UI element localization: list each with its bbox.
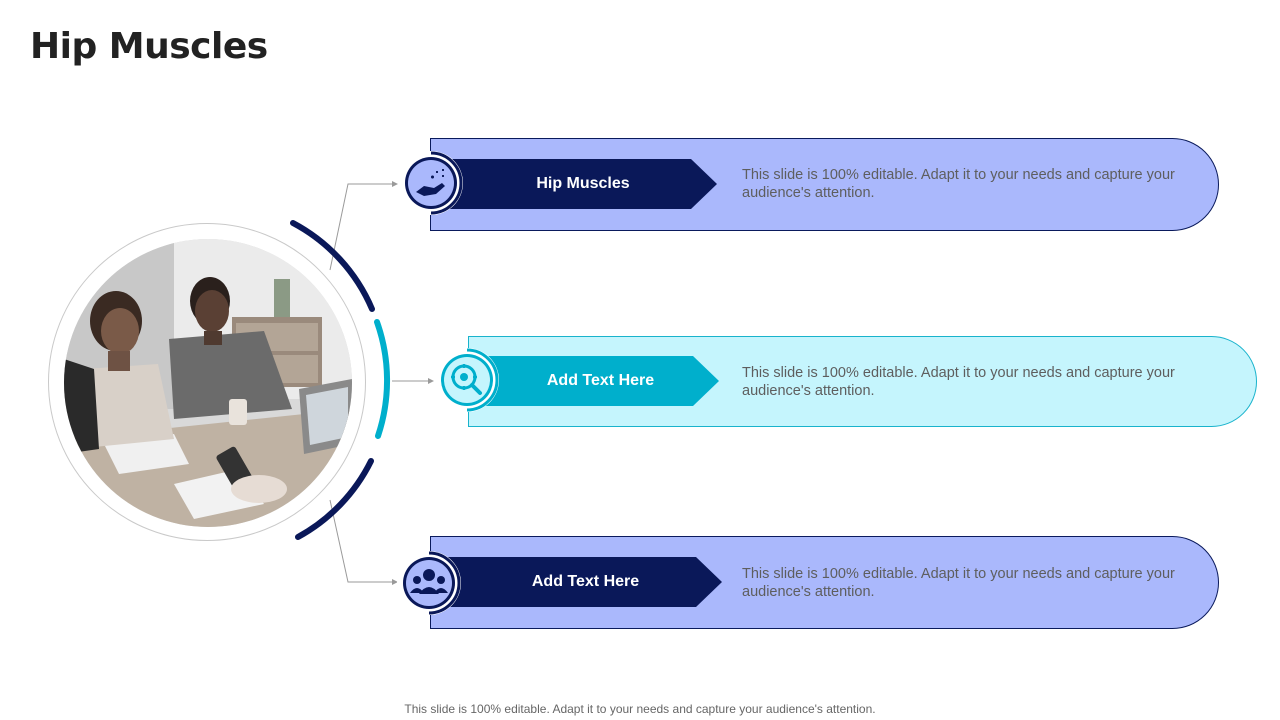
item-label-3: Add Text Here — [531, 573, 640, 590]
item-description-3: This slide is 100% editable. Adapt it to… — [742, 566, 1175, 600]
item-description-2: This slide is 100% editable. Adapt it to… — [742, 365, 1175, 399]
gear-magnifier-icon — [434, 347, 500, 413]
item-banner-3[interactable]: Add Text Here — [431, 557, 722, 607]
item-label-2: Add Text Here — [546, 372, 655, 389]
item-label-1: Hip Muscles — [536, 175, 630, 192]
connector-bottom — [329, 499, 392, 583]
item-banner-1[interactable]: Hip Muscles — [431, 159, 717, 209]
arc-middle — [374, 319, 391, 439]
team-people-icon — [396, 550, 462, 616]
footer-note: This slide is 100% editable. Adapt it to… — [404, 702, 876, 716]
hand-sparkle-icon — [398, 150, 464, 216]
item-description-1: This slide is 100% editable. Adapt it to… — [742, 167, 1175, 201]
slide-title: Hip Muscles — [30, 26, 268, 67]
item-banner-2[interactable]: Add Text Here — [470, 356, 719, 406]
connector-top — [329, 183, 392, 271]
team-meeting-photo — [64, 239, 352, 527]
